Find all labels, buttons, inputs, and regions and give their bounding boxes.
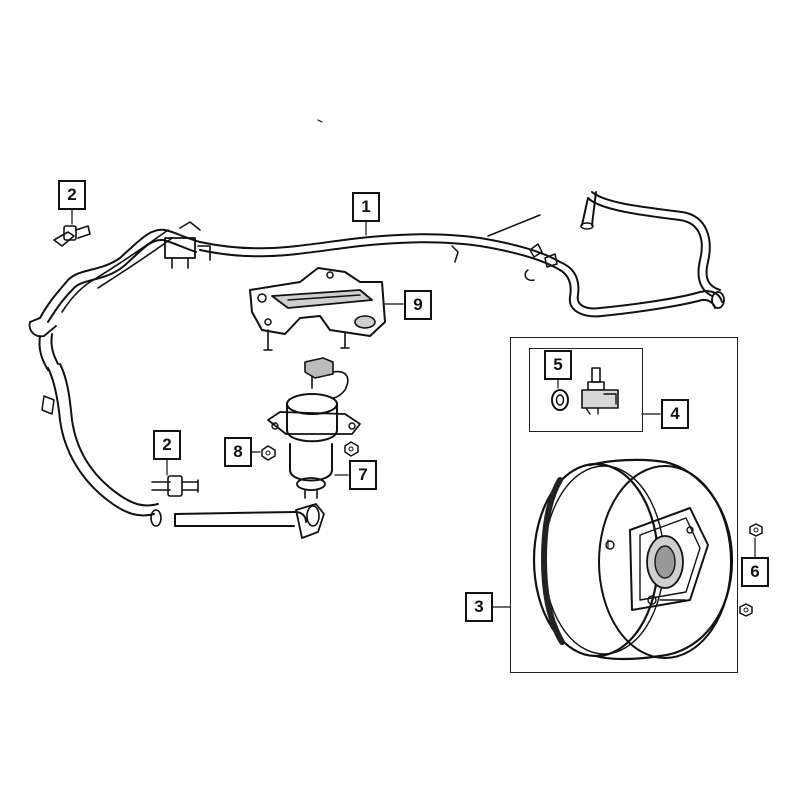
booster-nut-upper <box>749 523 763 537</box>
vacuum-hose-assembly <box>28 119 725 539</box>
callout-3: 3 <box>465 592 493 622</box>
nut-8-right <box>344 441 359 457</box>
callout-5: 5 <box>544 350 572 380</box>
vacuum-pump <box>267 357 361 499</box>
sensor-group-frame <box>529 348 643 432</box>
booster-group-frame <box>510 337 738 673</box>
callout-2-upper: 2 <box>58 180 86 210</box>
brake-booster <box>532 458 734 661</box>
vacuum-sensor <box>581 367 619 415</box>
callout-2-lower: 2 <box>153 430 181 460</box>
callout-8: 8 <box>224 437 252 467</box>
callout-4: 4 <box>661 399 689 429</box>
booster-nut-lower <box>739 603 753 617</box>
callout-9: 9 <box>404 290 432 320</box>
grommet <box>551 389 569 411</box>
leader-lines <box>71 209 756 608</box>
check-valve-lower <box>151 475 199 497</box>
callout-7: 7 <box>349 460 377 490</box>
callout-6: 6 <box>741 557 769 587</box>
pump-bracket <box>249 267 386 351</box>
nut-8-left <box>261 445 276 461</box>
callout-1: 1 <box>352 192 380 222</box>
check-valve-upper <box>53 225 91 247</box>
